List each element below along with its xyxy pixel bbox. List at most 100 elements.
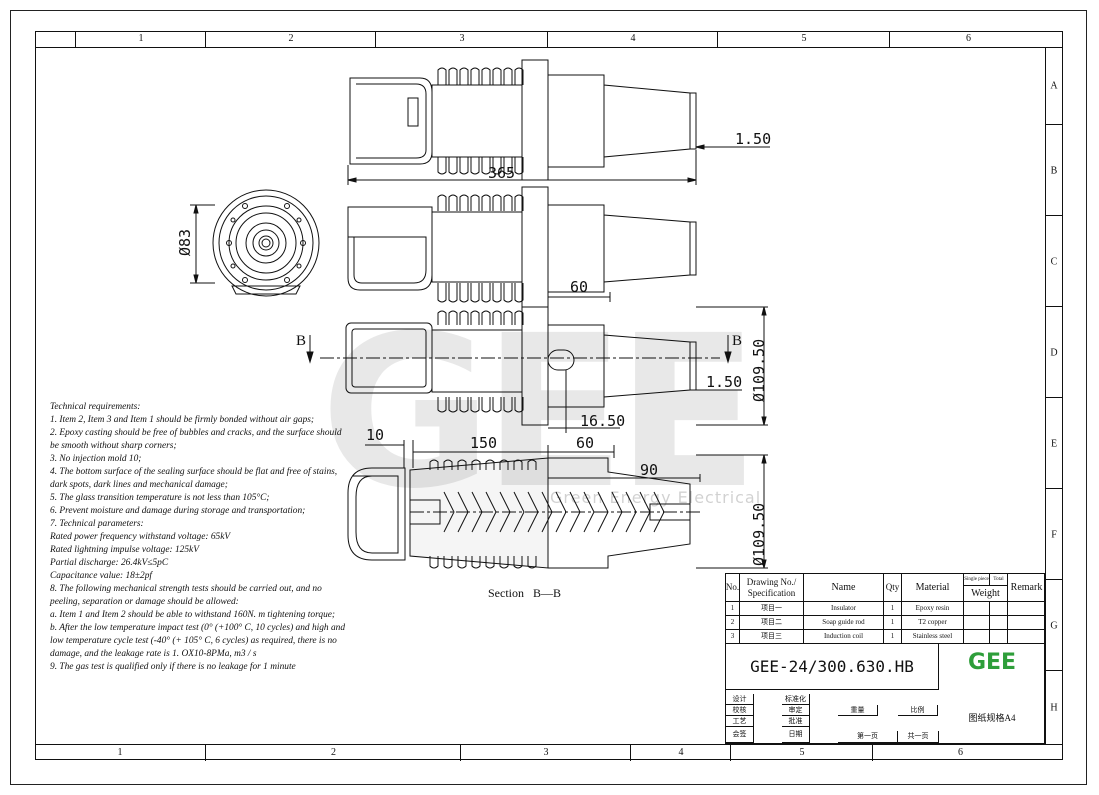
dim-60-sec: 60 bbox=[576, 434, 595, 452]
shed-fin bbox=[437, 67, 447, 175]
th-weight: Weight bbox=[964, 586, 1008, 602]
part-row-no: 3 bbox=[726, 630, 740, 644]
dim-phi109-50-mid: Ø109.50 bbox=[750, 338, 768, 402]
section-caption: Section B—B bbox=[488, 586, 561, 601]
section-hatch bbox=[471, 491, 483, 533]
section-hatch bbox=[569, 491, 581, 533]
zone-right-g: G bbox=[1046, 579, 1062, 671]
section-hatch bbox=[611, 491, 623, 533]
zone-top-6: 6 bbox=[889, 31, 1047, 47]
dim-phi109-50-sec: Ø109.50 bbox=[750, 502, 768, 566]
section-fin bbox=[429, 459, 439, 569]
section-hatch bbox=[583, 491, 595, 533]
part-row-qty: 1 bbox=[884, 602, 902, 616]
dim-60-mid: 60 bbox=[570, 278, 589, 296]
th-name: Name bbox=[804, 574, 884, 602]
part-row-drawing: 项目三 bbox=[740, 630, 804, 644]
requirement-line: a. Item 1 and Item 2 should be able to w… bbox=[50, 610, 336, 620]
outer-frame bbox=[10, 10, 1087, 785]
shed-fin bbox=[470, 310, 480, 413]
sign-check: 校核 bbox=[726, 705, 754, 716]
section-mark-left: B bbox=[296, 333, 307, 349]
requirement-line: 6. Prevent moisture and damage during st… bbox=[50, 506, 306, 516]
shed-fin bbox=[481, 310, 491, 413]
section-fin bbox=[499, 459, 509, 569]
zone-top-3: 3 bbox=[375, 31, 548, 47]
section-hatch bbox=[457, 491, 469, 533]
section-hatch bbox=[653, 491, 665, 533]
gee-logo: GEE bbox=[967, 649, 1017, 675]
requirement-line: 4. The bottom surface of the sealing sur… bbox=[50, 467, 338, 490]
part-row-qty: 1 bbox=[884, 630, 902, 644]
sign-weight: 重量 bbox=[838, 705, 878, 716]
shed-fin bbox=[481, 67, 491, 175]
part-row-drawing: 项目一 bbox=[740, 602, 804, 616]
th-qty: Qty bbox=[884, 574, 902, 602]
part-row-material: Epoxy resin bbox=[902, 602, 964, 616]
requirement-line: b. After the low temperature impact test… bbox=[50, 623, 346, 659]
zone-right-c: C bbox=[1046, 215, 1062, 307]
requirement-line: 1. Item 2, Item 3 and Item 1 should be f… bbox=[50, 415, 315, 425]
sign-process: 工艺 bbox=[726, 716, 754, 727]
requirement-line: Rated power frequency withstand voltage:… bbox=[50, 532, 231, 542]
requirement-line: Technical requirements: bbox=[50, 402, 141, 412]
section-fin bbox=[485, 459, 495, 569]
part-row-empty-cell bbox=[1008, 630, 1045, 644]
section-hatch bbox=[541, 491, 553, 533]
drawing-number: GEE-24/300.630.HB bbox=[726, 644, 939, 690]
dim-1-50-top: 1.50 bbox=[735, 130, 772, 148]
title-block: No. Drawing No./ Specification Name Qty … bbox=[725, 573, 1045, 744]
part-row-empty-cell bbox=[964, 602, 990, 616]
part-row-empty-cell bbox=[1008, 616, 1045, 630]
zone-right-b: B bbox=[1046, 124, 1062, 216]
shed-fin bbox=[448, 194, 458, 303]
part-row-qty: 1 bbox=[884, 616, 902, 630]
dim-16-50: 16.50 bbox=[580, 412, 626, 430]
dim-1-50-mid: 1.50 bbox=[706, 373, 743, 391]
requirement-line: Capacitance value: 18±2pf bbox=[50, 571, 152, 581]
sign-page: 第一页 bbox=[838, 731, 898, 743]
zone-bar-right: A B C D E F G H bbox=[1045, 48, 1063, 744]
zone-bottom-3: 3 bbox=[460, 745, 631, 761]
part-row-empty-cell bbox=[964, 616, 990, 630]
th-total: Total bbox=[990, 574, 1008, 586]
shed-fin bbox=[481, 194, 491, 303]
shed-fin bbox=[437, 194, 447, 303]
part-row-name: Soap guide rod bbox=[804, 616, 884, 630]
dim-150: 150 bbox=[470, 434, 498, 452]
part-row-no: 2 bbox=[726, 616, 740, 630]
end-view bbox=[212, 189, 320, 297]
th-drawing-no: Drawing No./ Specification bbox=[740, 574, 804, 602]
sign-scale: 比例 bbox=[898, 705, 938, 716]
shed-fin bbox=[459, 310, 469, 413]
shed-fin bbox=[492, 67, 502, 175]
zone-right-e: E bbox=[1046, 397, 1062, 489]
th-single-piece: Single piece bbox=[964, 574, 990, 586]
shed-fin bbox=[448, 67, 458, 175]
zone-right-d: D bbox=[1046, 306, 1062, 398]
part-row-empty-cell bbox=[964, 630, 990, 644]
watermark-logo: GEE bbox=[320, 290, 759, 535]
watermark-text: Green Energy Electrical bbox=[550, 488, 762, 507]
th-no: No. bbox=[726, 574, 740, 602]
sign-design: 设计 bbox=[726, 694, 754, 705]
shed-fin bbox=[503, 310, 513, 413]
section-hatch bbox=[597, 491, 609, 533]
shed-fin bbox=[503, 194, 513, 303]
section-hatch bbox=[513, 491, 525, 533]
section-hatch bbox=[639, 491, 651, 533]
shed-fin bbox=[437, 310, 447, 413]
part-row-empty-cell bbox=[990, 616, 1008, 630]
zone-bottom-5: 5 bbox=[730, 745, 873, 761]
th-material: Material bbox=[902, 574, 964, 602]
shed-fin bbox=[514, 67, 524, 175]
requirement-line: Partial discharge: 26.4kV≤5pC bbox=[50, 558, 169, 568]
section-hatch bbox=[555, 491, 567, 533]
shed-fin bbox=[503, 67, 513, 175]
sign-review: 审定 bbox=[782, 705, 810, 716]
dim-10: 10 bbox=[366, 426, 385, 444]
requirement-line: Rated lightning impulse voltage: 125kV bbox=[50, 545, 199, 555]
sign-standard: 标准化 bbox=[782, 694, 810, 705]
shed-fin bbox=[459, 67, 469, 175]
